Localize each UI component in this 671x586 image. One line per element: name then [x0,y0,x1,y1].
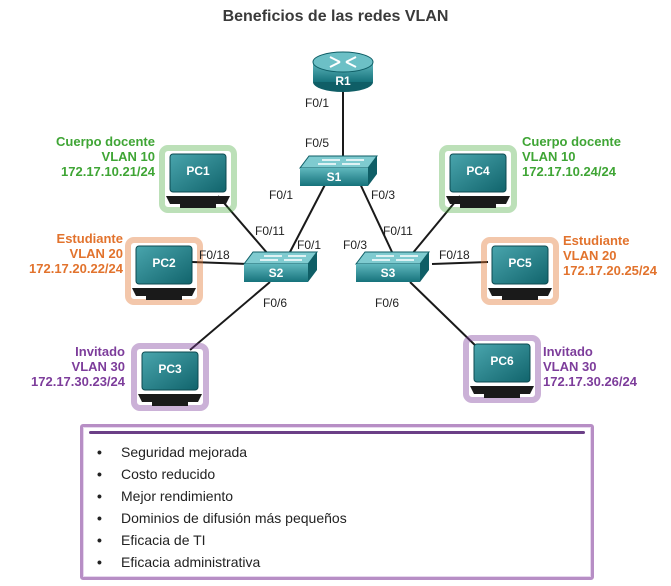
pc1-group: Cuerpo docente [56,134,155,149]
port-s3-f011: F0/11 [383,224,413,238]
pc5-vlan: VLAN 20 [563,248,617,263]
benefit-text: Seguridad mejorada [121,444,248,460]
switch-s2-label: S2 [268,266,284,280]
switch-s3-icon [355,251,430,282]
benefit-item: •Costo reducido [97,466,216,482]
port-s2-f018: F0/18 [199,248,230,262]
pc3-group: Invitado [75,344,125,359]
pc5-icon [481,237,559,305]
pc1-info: Cuerpo docente VLAN 10 172.17.10.21/24 [56,134,155,179]
benefit-item: •Dominios de difusión más pequeños [97,510,347,526]
benefit-item: •Mejor rendimiento [97,488,234,504]
diagram-title: Beneficios de las redes VLAN [222,8,449,25]
benefit-text: Mejor rendimiento [121,488,234,504]
switch-s2-icon [243,251,318,282]
benefit-item: •Eficacia de TI [97,532,206,548]
port-s2-f011: F0/11 [255,224,285,238]
pc6-info: Invitado VLAN 30 172.17.30.26/24 [543,344,637,389]
link-pc6-s3 [409,281,481,351]
link-pc4-s3 [411,195,461,255]
pc3-label: PC3 [158,362,182,376]
port-s1-f01: F0/1 [269,188,294,202]
port-s1-f03: F0/3 [371,188,396,202]
switch-s3-label: S3 [380,266,396,280]
pc5-ip: 172.17.20.25/24 [563,263,657,278]
port-s2-f01: F0/1 [297,238,322,252]
pc2-icon [125,237,203,305]
switch-s1-icon [299,155,378,186]
pc6-label: PC6 [490,354,514,368]
pc6-ip: 172.17.30.26/24 [543,374,637,389]
pc2-info: Estudiante VLAN 20 172.17.20.22/24 [29,231,123,276]
router-r1-icon [312,51,374,92]
pc4-vlan: VLAN 10 [522,149,576,164]
pc1-label: PC1 [186,164,210,178]
pc2-ip: 172.17.20.22/24 [29,261,123,276]
pc1-ip: 172.17.10.21/24 [61,164,155,179]
benefits-list: •Seguridad mejorada •Costo reducido •Mej… [97,441,347,573]
router-r1-label: R1 [335,74,351,88]
pc3-vlan: VLAN 30 [71,359,125,374]
port-s2-f06: F0/6 [263,296,288,310]
pc3-icon [131,343,209,411]
benefit-item: •Eficacia administrativa [97,554,261,570]
port-s1-f05: F0/5 [305,136,330,150]
benefit-text: Dominios de difusión más pequeños [121,510,347,526]
link-pc2-s2 [191,261,249,265]
pc6-vlan: VLAN 30 [543,359,597,374]
pc1-vlan: VLAN 10 [101,149,155,164]
pc4-icon [439,145,517,213]
pc2-label: PC2 [152,256,176,270]
link-pc1-s2 [217,195,269,255]
benefit-text: Costo reducido [121,466,216,482]
port-s3-f03: F0/3 [343,238,368,252]
pc4-info: Cuerpo docente VLAN 10 172.17.10.24/24 [522,134,621,179]
pc2-group: Estudiante [56,231,123,246]
benefits-header-bar [89,431,585,434]
pc6-group: Invitado [543,344,593,359]
benefits-panel: •Seguridad mejorada •Costo reducido •Mej… [80,424,594,580]
benefit-item: •Seguridad mejorada [97,444,248,460]
link-s1-s3 [355,174,393,253]
switch-s1-label: S1 [326,170,342,184]
link-pc3-s2 [189,281,271,351]
port-s3-f06: F0/6 [375,296,400,310]
pc5-info: Estudiante VLAN 20 172.17.20.25/24 [563,233,657,278]
pc5-group: Estudiante [563,233,630,248]
benefit-text: Eficacia administrativa [121,554,261,570]
pc4-label: PC4 [466,164,490,178]
pc4-group: Cuerpo docente [522,134,621,149]
pc2-vlan: VLAN 20 [69,246,123,261]
pc3-info: Invitado VLAN 30 172.17.30.23/24 [31,344,125,389]
pc5-label: PC5 [508,256,532,270]
pc6-icon [463,335,541,403]
port-r1-f01: F0/1 [305,96,330,110]
pc4-ip: 172.17.10.24/24 [522,164,616,179]
link-s1-s2 [289,174,331,253]
port-s3-f018: F0/18 [439,248,470,262]
link-pc5-s3 [431,261,489,265]
pc3-ip: 172.17.30.23/24 [31,374,125,389]
benefit-text: Eficacia de TI [121,532,206,548]
pc1-icon [159,145,237,213]
